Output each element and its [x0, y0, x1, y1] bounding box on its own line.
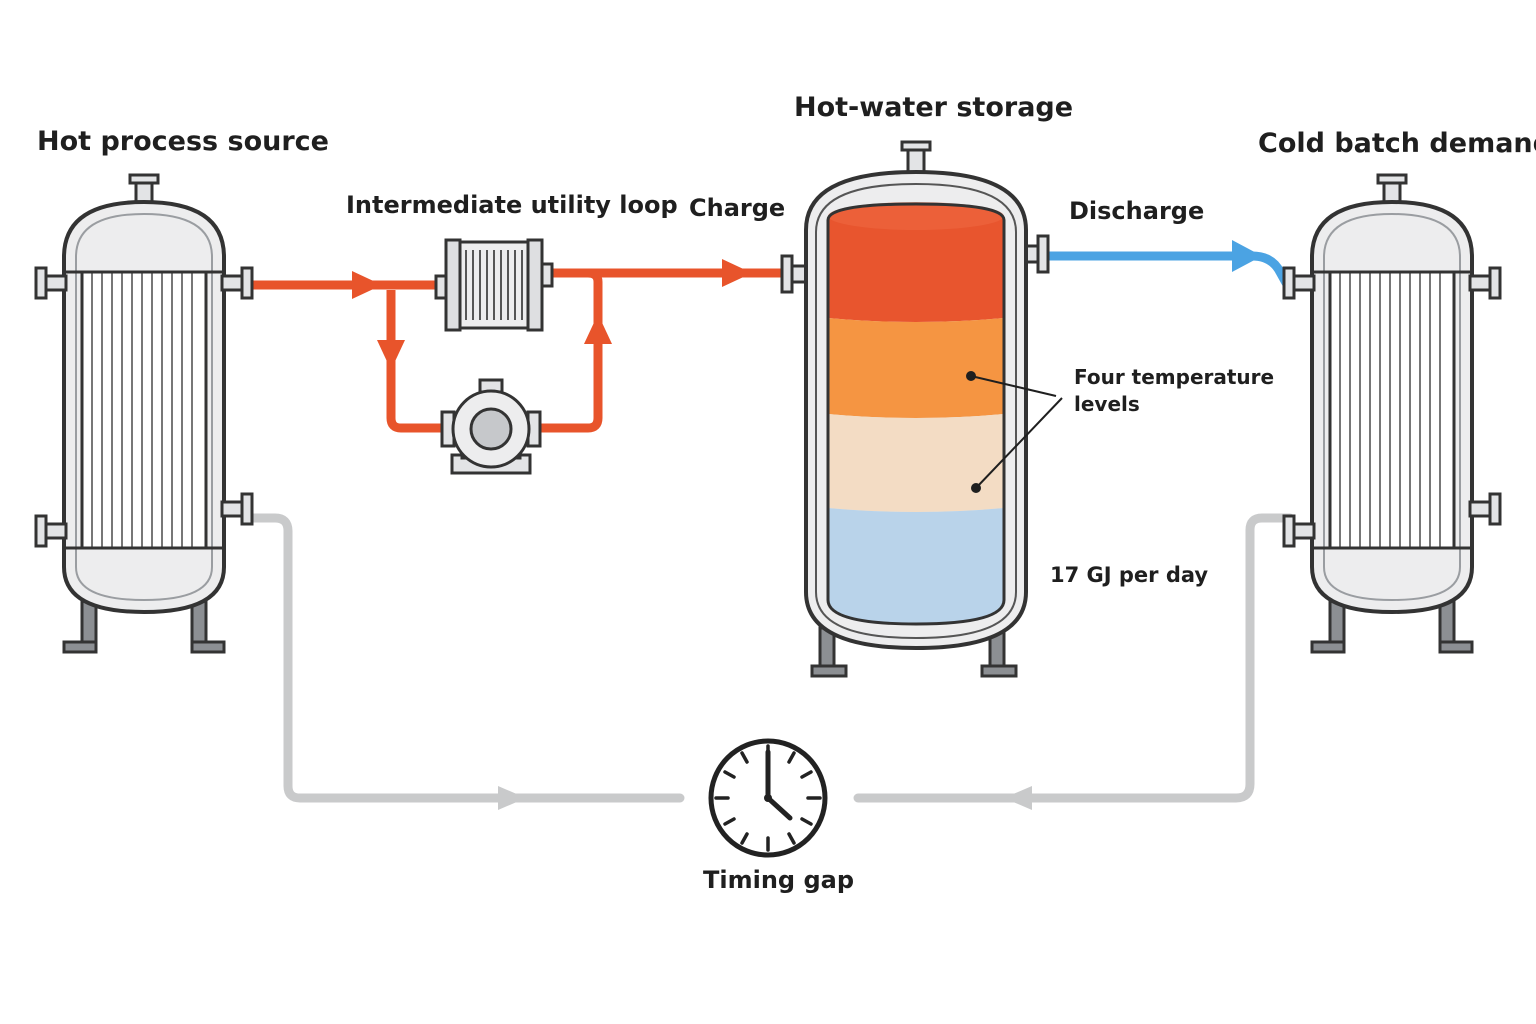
discharge-label: Discharge	[1069, 197, 1205, 225]
hot-arrow-up	[584, 314, 612, 344]
temperature-levels-line2: levels	[1074, 392, 1140, 416]
temperature-levels-line1: Four temperature	[1074, 365, 1275, 389]
hot-arrow-down	[377, 340, 405, 370]
storage-tank-icon	[780, 140, 1050, 678]
energy-label: 17 GJ per day	[1050, 563, 1209, 587]
timing-arrow-left	[1004, 786, 1032, 810]
utility-heat-exchanger-icon	[434, 238, 554, 332]
demand-heat-exchanger-icon	[1282, 173, 1502, 654]
source-heat-exchanger-icon	[34, 173, 254, 654]
hot-arrow-charge	[722, 259, 752, 287]
cold-flow-line	[1040, 251, 1294, 293]
timing-gap-line	[240, 513, 1295, 803]
cold-arrow	[1232, 240, 1262, 272]
timing-gap-label: Timing gap	[703, 866, 855, 894]
clock-icon	[708, 738, 828, 858]
storage-title: Hot-water storage	[794, 92, 1074, 123]
temperature-levels-leader	[966, 371, 1063, 493]
loop-title: Intermediate utility loop	[346, 191, 678, 219]
pump-icon	[440, 378, 542, 475]
hot-arrow-1	[352, 271, 382, 299]
temperature-levels-label: Four temperature levels	[1074, 364, 1274, 418]
source-title: Hot process source	[37, 126, 329, 157]
demand-title: Cold batch demand	[1258, 128, 1536, 159]
charge-label: Charge	[689, 194, 786, 222]
timing-arrow-right	[498, 786, 526, 810]
